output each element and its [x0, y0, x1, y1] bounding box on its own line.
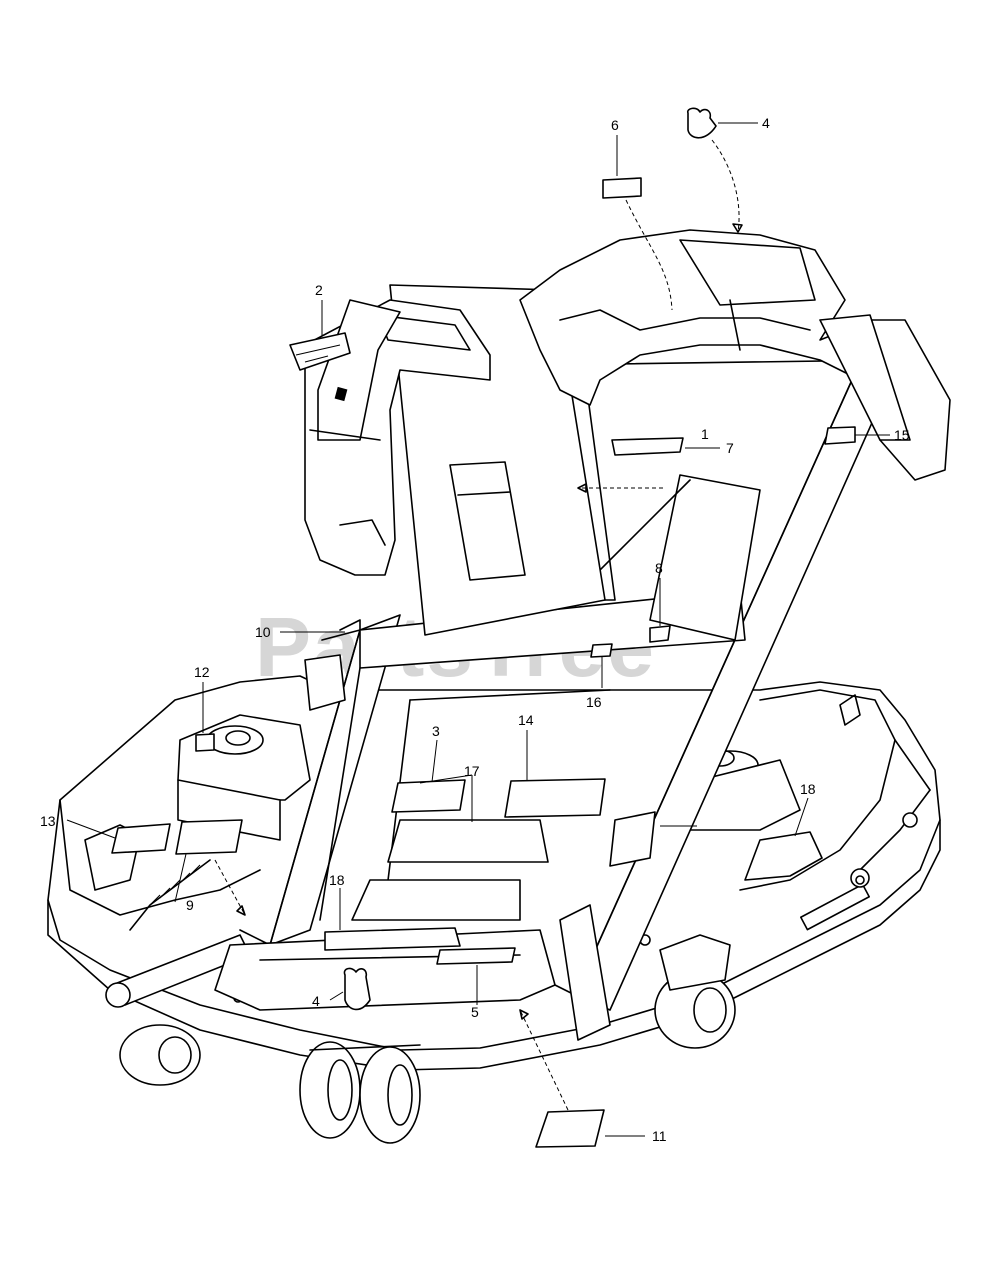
dashed-arrows: [214, 139, 743, 1111]
callout-1: 1: [701, 426, 709, 442]
decal-7: [611, 437, 684, 456]
decal-18-right: [744, 831, 823, 881]
decal-11: [535, 1109, 605, 1148]
callout-16: 16: [586, 694, 602, 710]
decal-18-left: [324, 927, 461, 951]
decal-13: [111, 823, 171, 854]
callout-11: 11: [652, 1128, 667, 1144]
decal-8: [649, 625, 671, 643]
front-caster-wheels: [299, 1041, 421, 1144]
decal-5: [436, 947, 516, 965]
leader-lines: [66, 122, 890, 1137]
decal-2: [289, 332, 351, 371]
callout-12: 12: [194, 664, 210, 680]
callout-15: 15: [894, 427, 910, 443]
decal-3: [391, 779, 466, 813]
right-gauge-wheel: [654, 934, 736, 1049]
decal-4-front: [343, 967, 371, 1011]
rear-fender: [519, 229, 951, 481]
decal-16: [590, 643, 613, 658]
decal-14: [504, 778, 606, 818]
callout-4: 4: [762, 115, 770, 131]
callout-18-left: 18: [329, 872, 345, 888]
decal-15: [824, 426, 856, 445]
callout-2: 2: [315, 282, 323, 298]
callout-18-right: 18: [800, 781, 816, 797]
decal-6: [602, 177, 642, 199]
callout-10: 10: [255, 624, 271, 640]
callout-4-front: 4: [312, 993, 320, 1009]
callout-9: 9: [186, 897, 194, 913]
callout-17: 17: [464, 763, 480, 779]
decal-9: [175, 819, 243, 855]
callout-13: 13: [40, 813, 56, 829]
decal-12: [195, 733, 215, 752]
decals: [111, 107, 856, 1148]
callout-6: 6: [611, 117, 619, 133]
callout-labels: 1 2 3 4 5 6 7 8 9 10 11 12 13 14 15 16 1…: [40, 115, 910, 1144]
callout-8: 8: [655, 560, 663, 576]
callout-5: 5: [471, 1004, 479, 1020]
left-gauge-wheel: [119, 1024, 201, 1086]
decal-4-top: [687, 107, 717, 139]
callout-7: 7: [726, 440, 734, 456]
callout-3: 3: [432, 723, 440, 739]
callout-14: 14: [518, 712, 534, 728]
decal-1: [609, 811, 656, 867]
